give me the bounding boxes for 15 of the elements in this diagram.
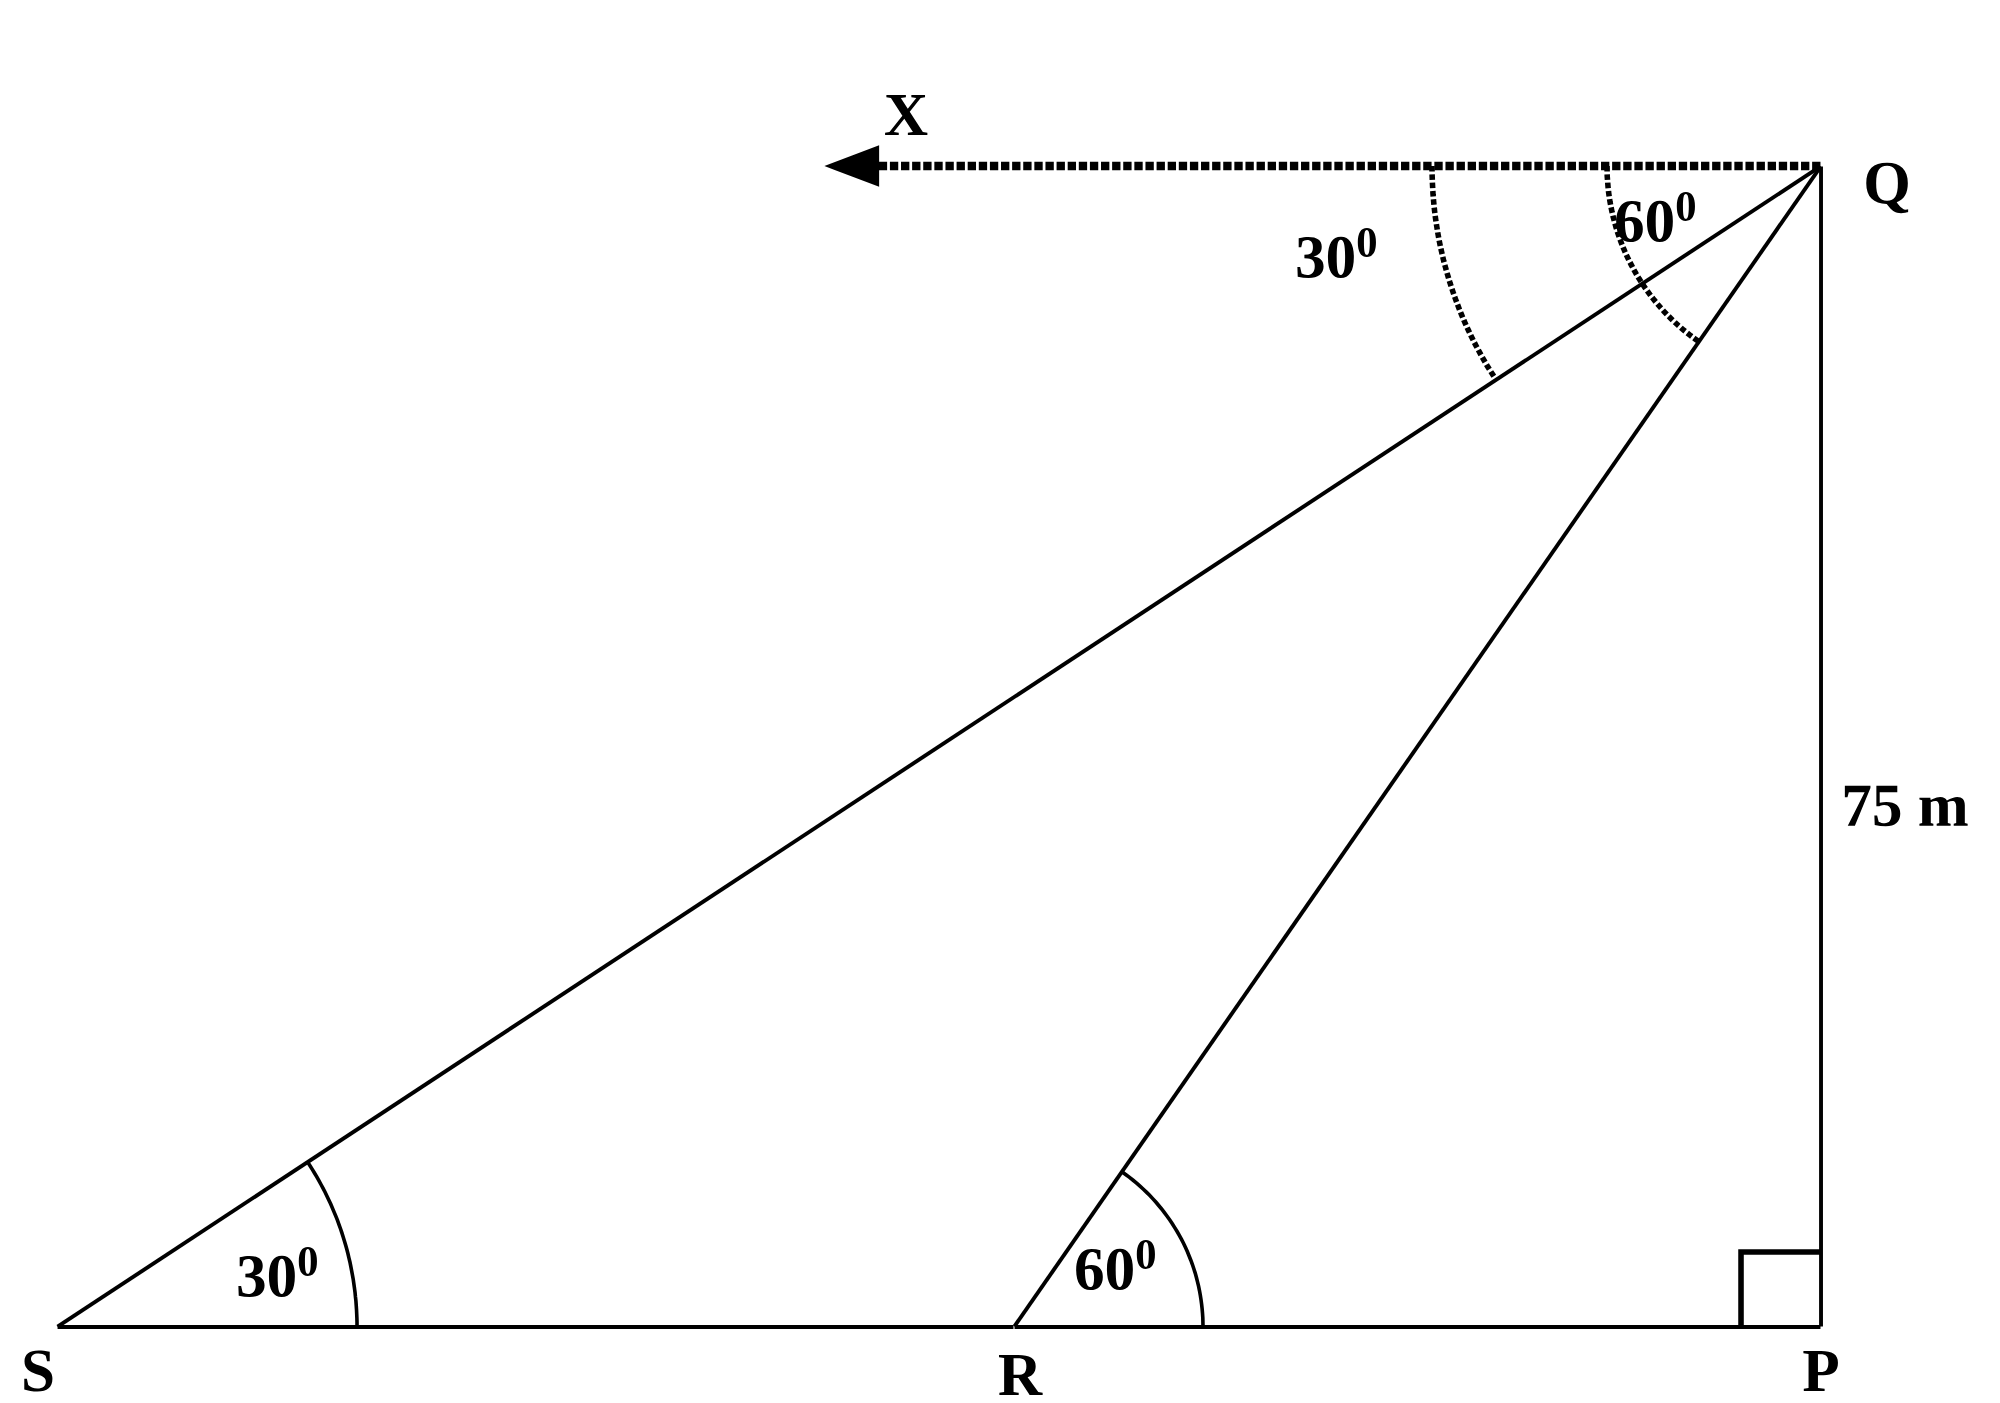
measurement-label: 75 m [1844,785,1968,827]
point-label: R [999,1354,1043,1395]
point-label: Q [1866,162,1909,214]
angle-label: 60$^{0}$ [1616,192,1695,242]
line-segment [57,1325,1014,1329]
point-label: X [885,94,928,135]
line-segment [1014,1325,1821,1329]
line-segment [1012,165,1823,1328]
angle-label: 60$^{0}$ [1076,1240,1155,1290]
angle-label: 30$^{0}$ [1297,228,1376,278]
point-label: S [24,1350,53,1392]
angle-label: 30$^{0}$ [238,1247,317,1297]
point-label: P [1803,1350,1838,1391]
line-segment [56,164,1822,1329]
line-segment [1819,166,1823,1327]
